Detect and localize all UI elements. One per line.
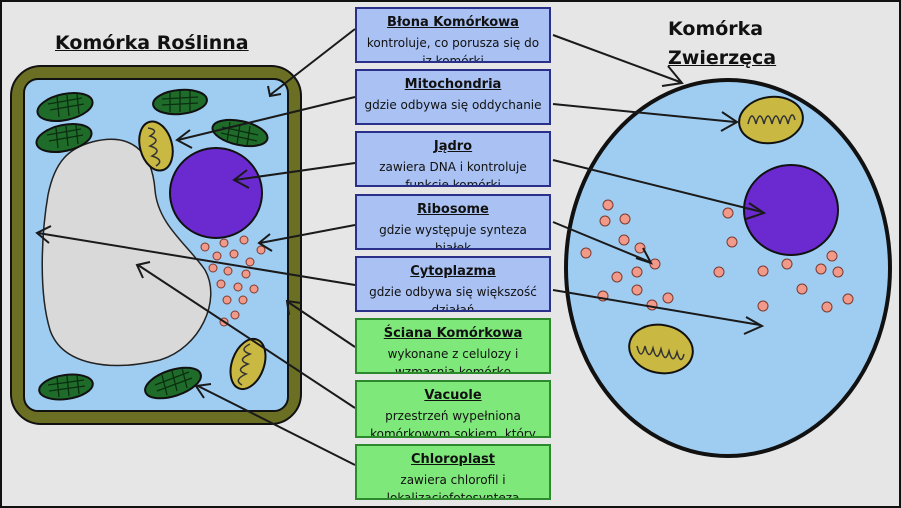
animal-cell [564,78,892,458]
label-box-chloroplast: Chloroplast zawiera chlorofil i lokaliza… [355,444,551,500]
label-title: Błona Komórkowa [387,15,519,30]
label-title: Mitochondria [404,77,502,92]
label-box-mitochondria: Mitochondria gdzie odbywa się oddychanie [355,69,551,125]
label-box-ribosome: Ribosome gdzie występuje synteza białek [355,194,551,250]
label-box-cytoplazma: Cytoplazma gdzie odbywa się większość dz… [355,256,551,312]
label-desc: przestrzeń wypełniona komórkowym sokiem,… [370,409,536,438]
label-desc: gdzie odbywa się większość działań [369,285,537,312]
label-box-blona: Błona Komórkowa kontroluje, co porusza s… [355,7,551,63]
plant-chloroplast [36,92,94,122]
label-desc: zawiera chlorofil i lokalizacjęfotosynte… [386,473,520,500]
plant-ribosomes [200,235,266,327]
plant-mitochondrion [138,120,174,172]
label-desc: kontroluje, co porusza się do iz komórki [366,36,540,63]
plant-cell-title: Komórka Roślinna [55,32,249,54]
plant-cell [10,65,302,425]
plant-chloroplast [211,118,269,148]
animal-cell-title-line2: Zwierzęca [668,47,777,69]
label-desc: gdzie odbywa się oddychanie [364,98,542,112]
label-title: Cytoplazma [410,264,496,279]
label-box-jadro: Jądro zawiera DNA i kontroluje funkcje k… [355,131,551,187]
plant-nucleus [169,147,263,239]
label-title: Jądro [433,139,473,154]
animal-ribosomes [580,199,854,313]
pointer-lines [35,28,767,466]
label-desc: gdzie występuje synteza białek [379,223,527,250]
plant-chloroplast [152,88,208,116]
animal-mitochondrion [738,95,804,145]
plant-mitochondrion [229,337,267,391]
label-desc: zawiera DNA i kontroluje funkcje komórki [379,160,527,187]
label-box-sciana: Ściana Komórkowa wykonane z celulozy i w… [355,318,551,374]
label-title: Ściana Komórkowa [383,326,523,341]
label-desc: wykonane z celulozy i wzmacnia komórkę [387,347,519,374]
label-title: Ribosome [417,202,489,217]
label-box-vacuole: Vacuole przestrzeń wypełniona komórkowym… [355,380,551,438]
plant-chloroplast [144,366,202,400]
plant-chloroplast [38,373,94,401]
animal-mitochondrion [628,323,694,375]
plant-chloroplast [35,123,93,153]
plant-vacuole [41,138,212,367]
label-title: Vacuole [424,388,482,403]
animal-nucleus [743,164,839,256]
label-title: Chloroplast [410,452,495,467]
animal-cell-title: Komórka Zwierzęca [668,15,798,73]
animal-cell-title-line1: Komórka [668,18,764,40]
